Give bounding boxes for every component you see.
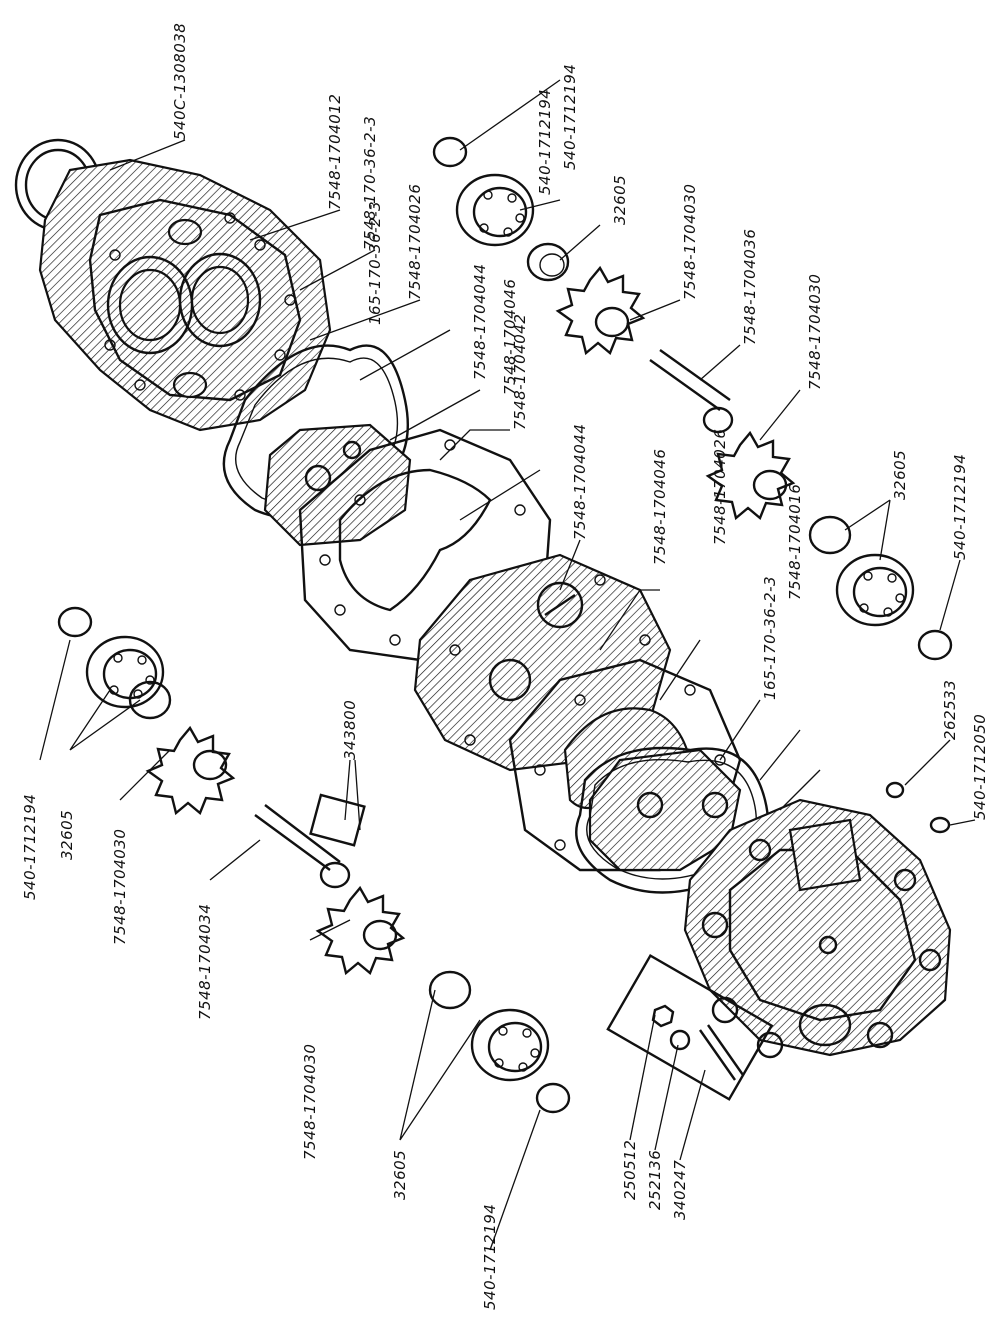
top-housing-body: [38, 158, 332, 432]
label-7548-1704026-top: 7548-1704026: [406, 184, 424, 300]
label-7548-1704044-top: 7548-1704044: [471, 264, 489, 380]
label-7548-1704026-mid: 7548-1704026: [711, 429, 729, 545]
label-540-1712194-r: 540-1712194: [951, 454, 969, 560]
label-7548-1704034: 7548-1704034: [196, 904, 214, 1020]
label-7548-1704030-tr1: 7548-1704030: [681, 184, 699, 300]
label-32605-l1: 32605: [58, 810, 76, 860]
washer: [669, 1029, 691, 1051]
top-housing: [14, 138, 332, 432]
leader-lines: [39, 79, 976, 1251]
label-540-1712194-tr1: 540-1712194: [561, 64, 579, 170]
bottom-housing: [683, 798, 952, 1059]
snap-ring: [432, 136, 468, 168]
label-252136: 252136: [646, 1150, 664, 1210]
label-7548-1704030-l2: 7548-1704030: [301, 1044, 319, 1160]
driven-gear: [705, 430, 796, 521]
label-540-1712050: 540-1712050: [971, 714, 989, 820]
plate-hatched-upper: [263, 423, 412, 547]
label-7548-1704046-top: 7548-1704046: [501, 279, 519, 395]
fastener-group: [606, 781, 951, 1101]
label-7548-1704030-tr2: 7548-1704030: [806, 274, 824, 390]
label-165-170-36-2-3-mid: 165-170-36-2-3: [761, 576, 779, 700]
label-343800: 343800: [341, 700, 359, 760]
label-540c-1308038: 540C-1308038: [171, 23, 189, 140]
plug: [885, 781, 905, 799]
label-7548-170-36-2-3: 7548-170-36-2-3: [361, 116, 379, 250]
part-labels: 540C-1308038 7548-1704012 7548-170-36-2-…: [21, 23, 989, 1310]
label-340247: 340247: [671, 1160, 689, 1220]
label-540-1712194-tr2: 540-1712194: [536, 89, 554, 195]
label-32605-l2: 32605: [391, 1150, 409, 1200]
label-540-1712194-l1: 540-1712194: [21, 794, 39, 900]
label-7548-1704012: 7548-1704012: [326, 94, 344, 210]
label-250512: 250512: [621, 1140, 639, 1200]
roller-bearing: [455, 173, 535, 247]
bolt: [699, 1024, 744, 1081]
pin: [929, 816, 951, 834]
label-262533: 262533: [941, 680, 959, 740]
label-7548-1704036: 7548-1704036: [741, 229, 759, 345]
label-7548-1704042: 7548-1704042: [511, 314, 529, 430]
bushing: [526, 242, 570, 282]
shaft: [649, 349, 731, 411]
drive-gear: [555, 265, 646, 356]
label-32605-tr: 32605: [611, 175, 629, 225]
plate-lower-hatched: [588, 748, 742, 872]
label-7548-1704016: 7548-1704016: [786, 484, 804, 600]
label-32605-r: 32605: [891, 450, 909, 500]
label-7548-1704046-mid: 7548-1704046: [651, 449, 669, 565]
left-gear-train: [57, 606, 571, 1114]
label-7548-1704030-l1: 7548-1704030: [111, 829, 129, 945]
label-540-1712194-l2: 540-1712194: [481, 1204, 499, 1310]
label-7548-1704044-mid: 7548-1704044: [571, 424, 589, 540]
nut: [651, 1004, 675, 1028]
upper-right-gear-train: [432, 136, 953, 661]
label-165-170-36-2-3-top: 165-170-36-2-3: [366, 201, 384, 325]
key-pair: [309, 793, 366, 847]
